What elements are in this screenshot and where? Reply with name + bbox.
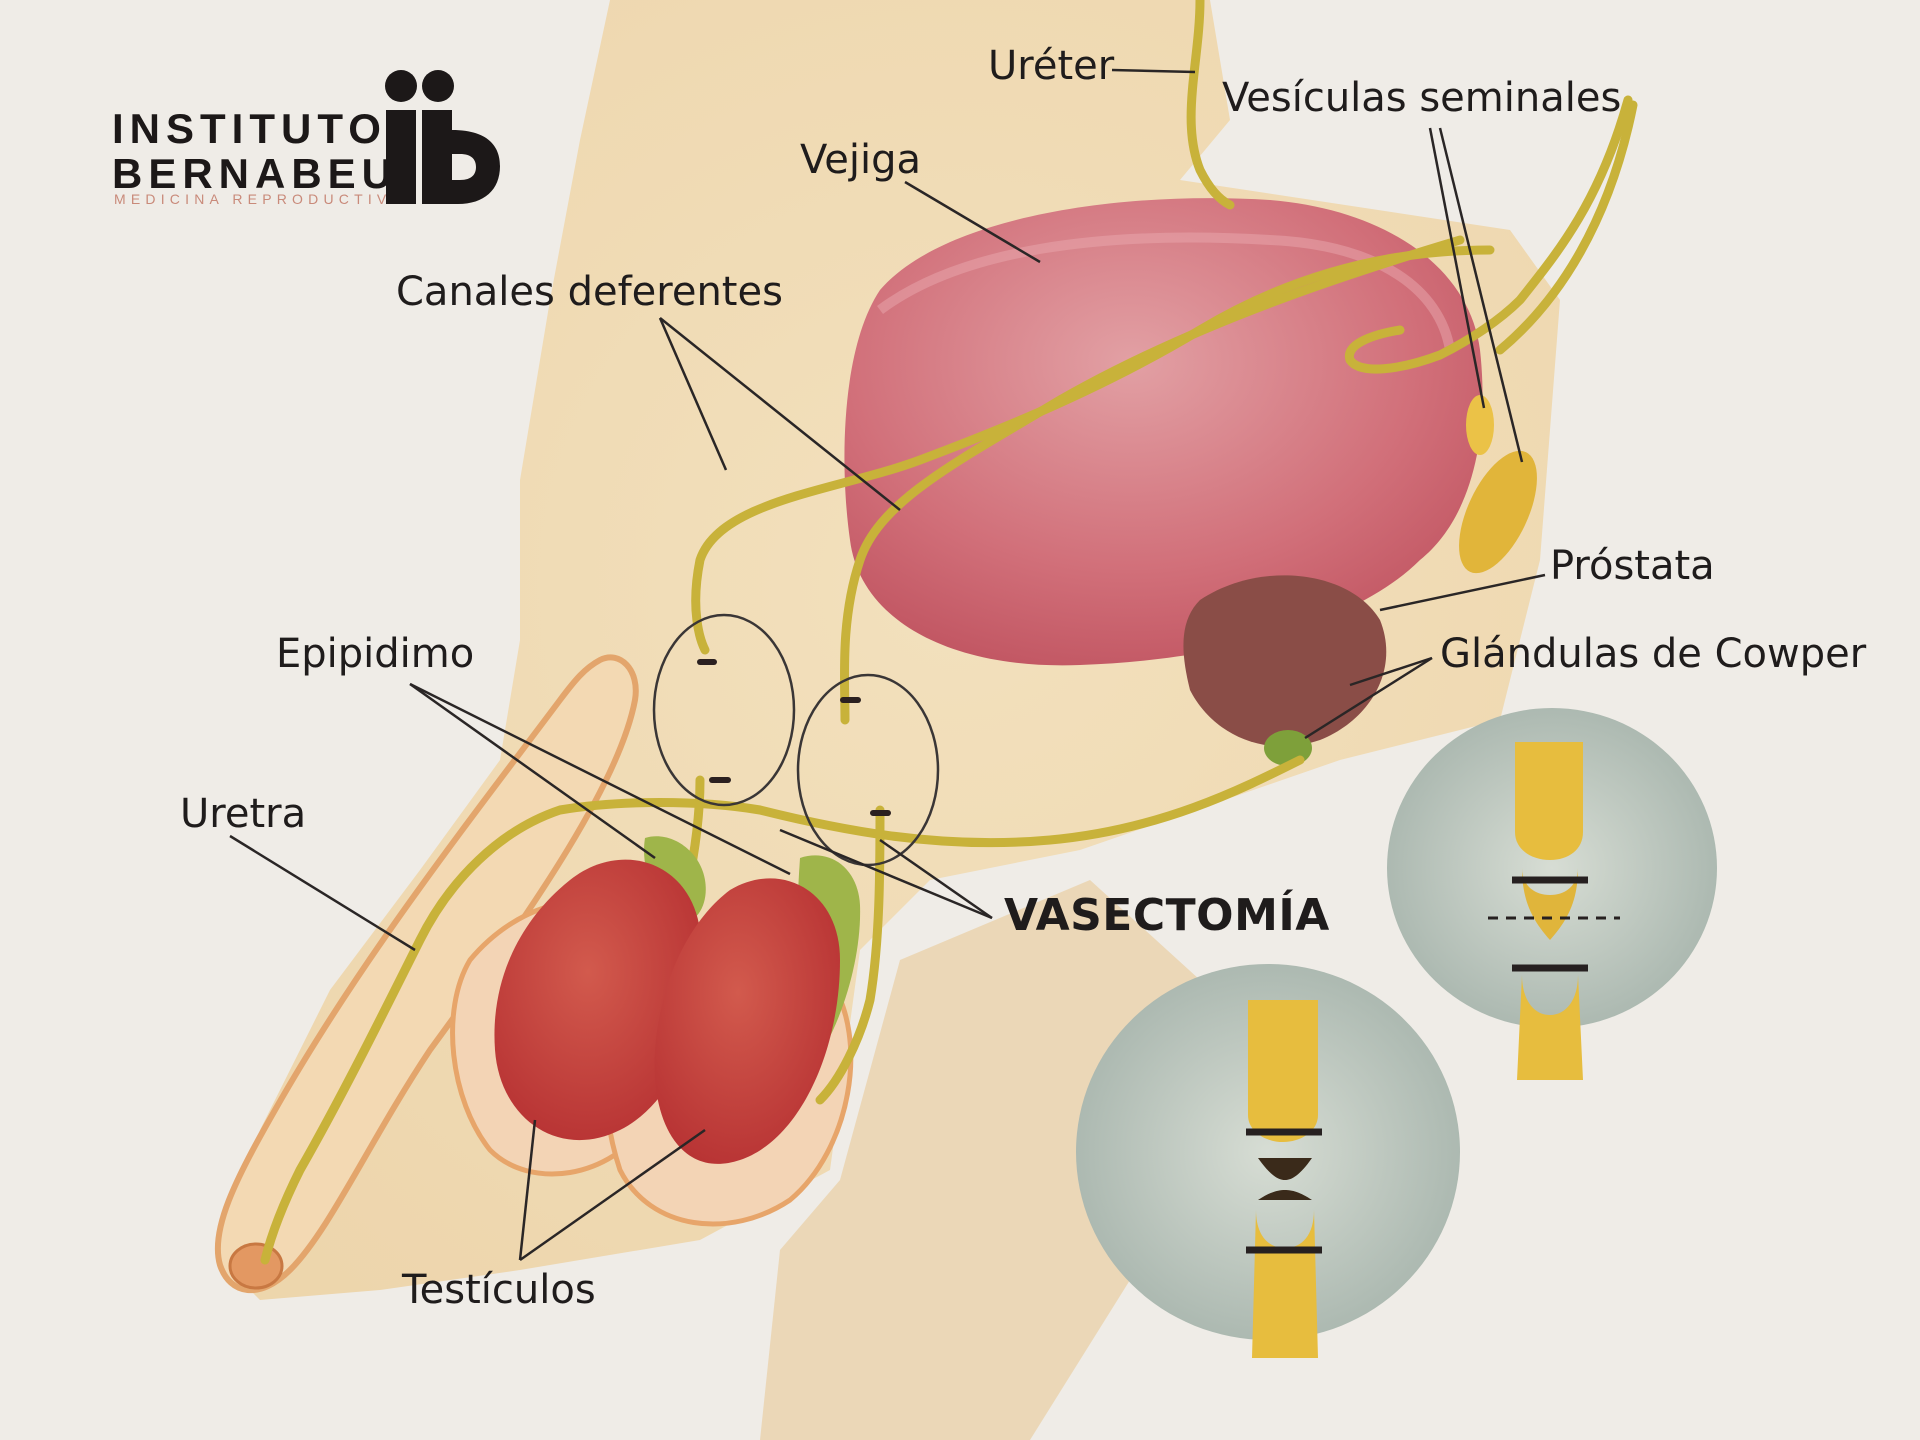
label-cowper-glands: Glándulas de Cowper — [1440, 631, 1867, 677]
ib-monogram-icon — [385, 70, 500, 204]
bladder — [844, 198, 1483, 666]
leader-lines — [229, 68, 1546, 1262]
vasectomy-site-circle — [796, 673, 940, 867]
vasectomy-site-circle — [652, 613, 796, 807]
logo-tagline: MEDICINA REPRODUCTIVA — [114, 191, 405, 207]
label-seminal-vesicles: Vesículas seminales — [1222, 75, 1622, 121]
label-prostate: Próstata — [1550, 543, 1715, 589]
thigh-shadow — [760, 880, 1200, 1440]
label-urethra: Uretra — [180, 791, 307, 837]
inset-ligated-vas-upper — [1387, 708, 1717, 1080]
label-vasectomy: VASECTOMÍA — [1004, 890, 1330, 941]
testicle — [494, 859, 702, 1141]
logo-line-2: BERNABEU — [112, 150, 399, 197]
ducts — [260, 0, 1638, 1265]
cowper-gland — [1264, 730, 1312, 766]
label-bladder: Vejiga — [800, 137, 921, 183]
label-testicles: Testículos — [402, 1267, 596, 1313]
seminal-vesicle — [1459, 450, 1537, 574]
testicle — [654, 878, 840, 1164]
cut-markers — [697, 659, 891, 816]
logo-line-1: INSTITUTO — [112, 105, 387, 152]
label-vas-deferens: Canales deferentes — [396, 269, 783, 315]
label-epididymis: Epipidimo — [276, 631, 475, 677]
instituto-bernabeu-logo: INSTITUTO BERNABEU MEDICINA REPRODUCTIVA — [112, 68, 502, 218]
prostate — [1183, 575, 1387, 747]
inset-ligated-vas-lower — [1076, 964, 1460, 1358]
seminal-vesicle — [1466, 395, 1494, 455]
label-ureter: Uréter — [988, 43, 1115, 89]
